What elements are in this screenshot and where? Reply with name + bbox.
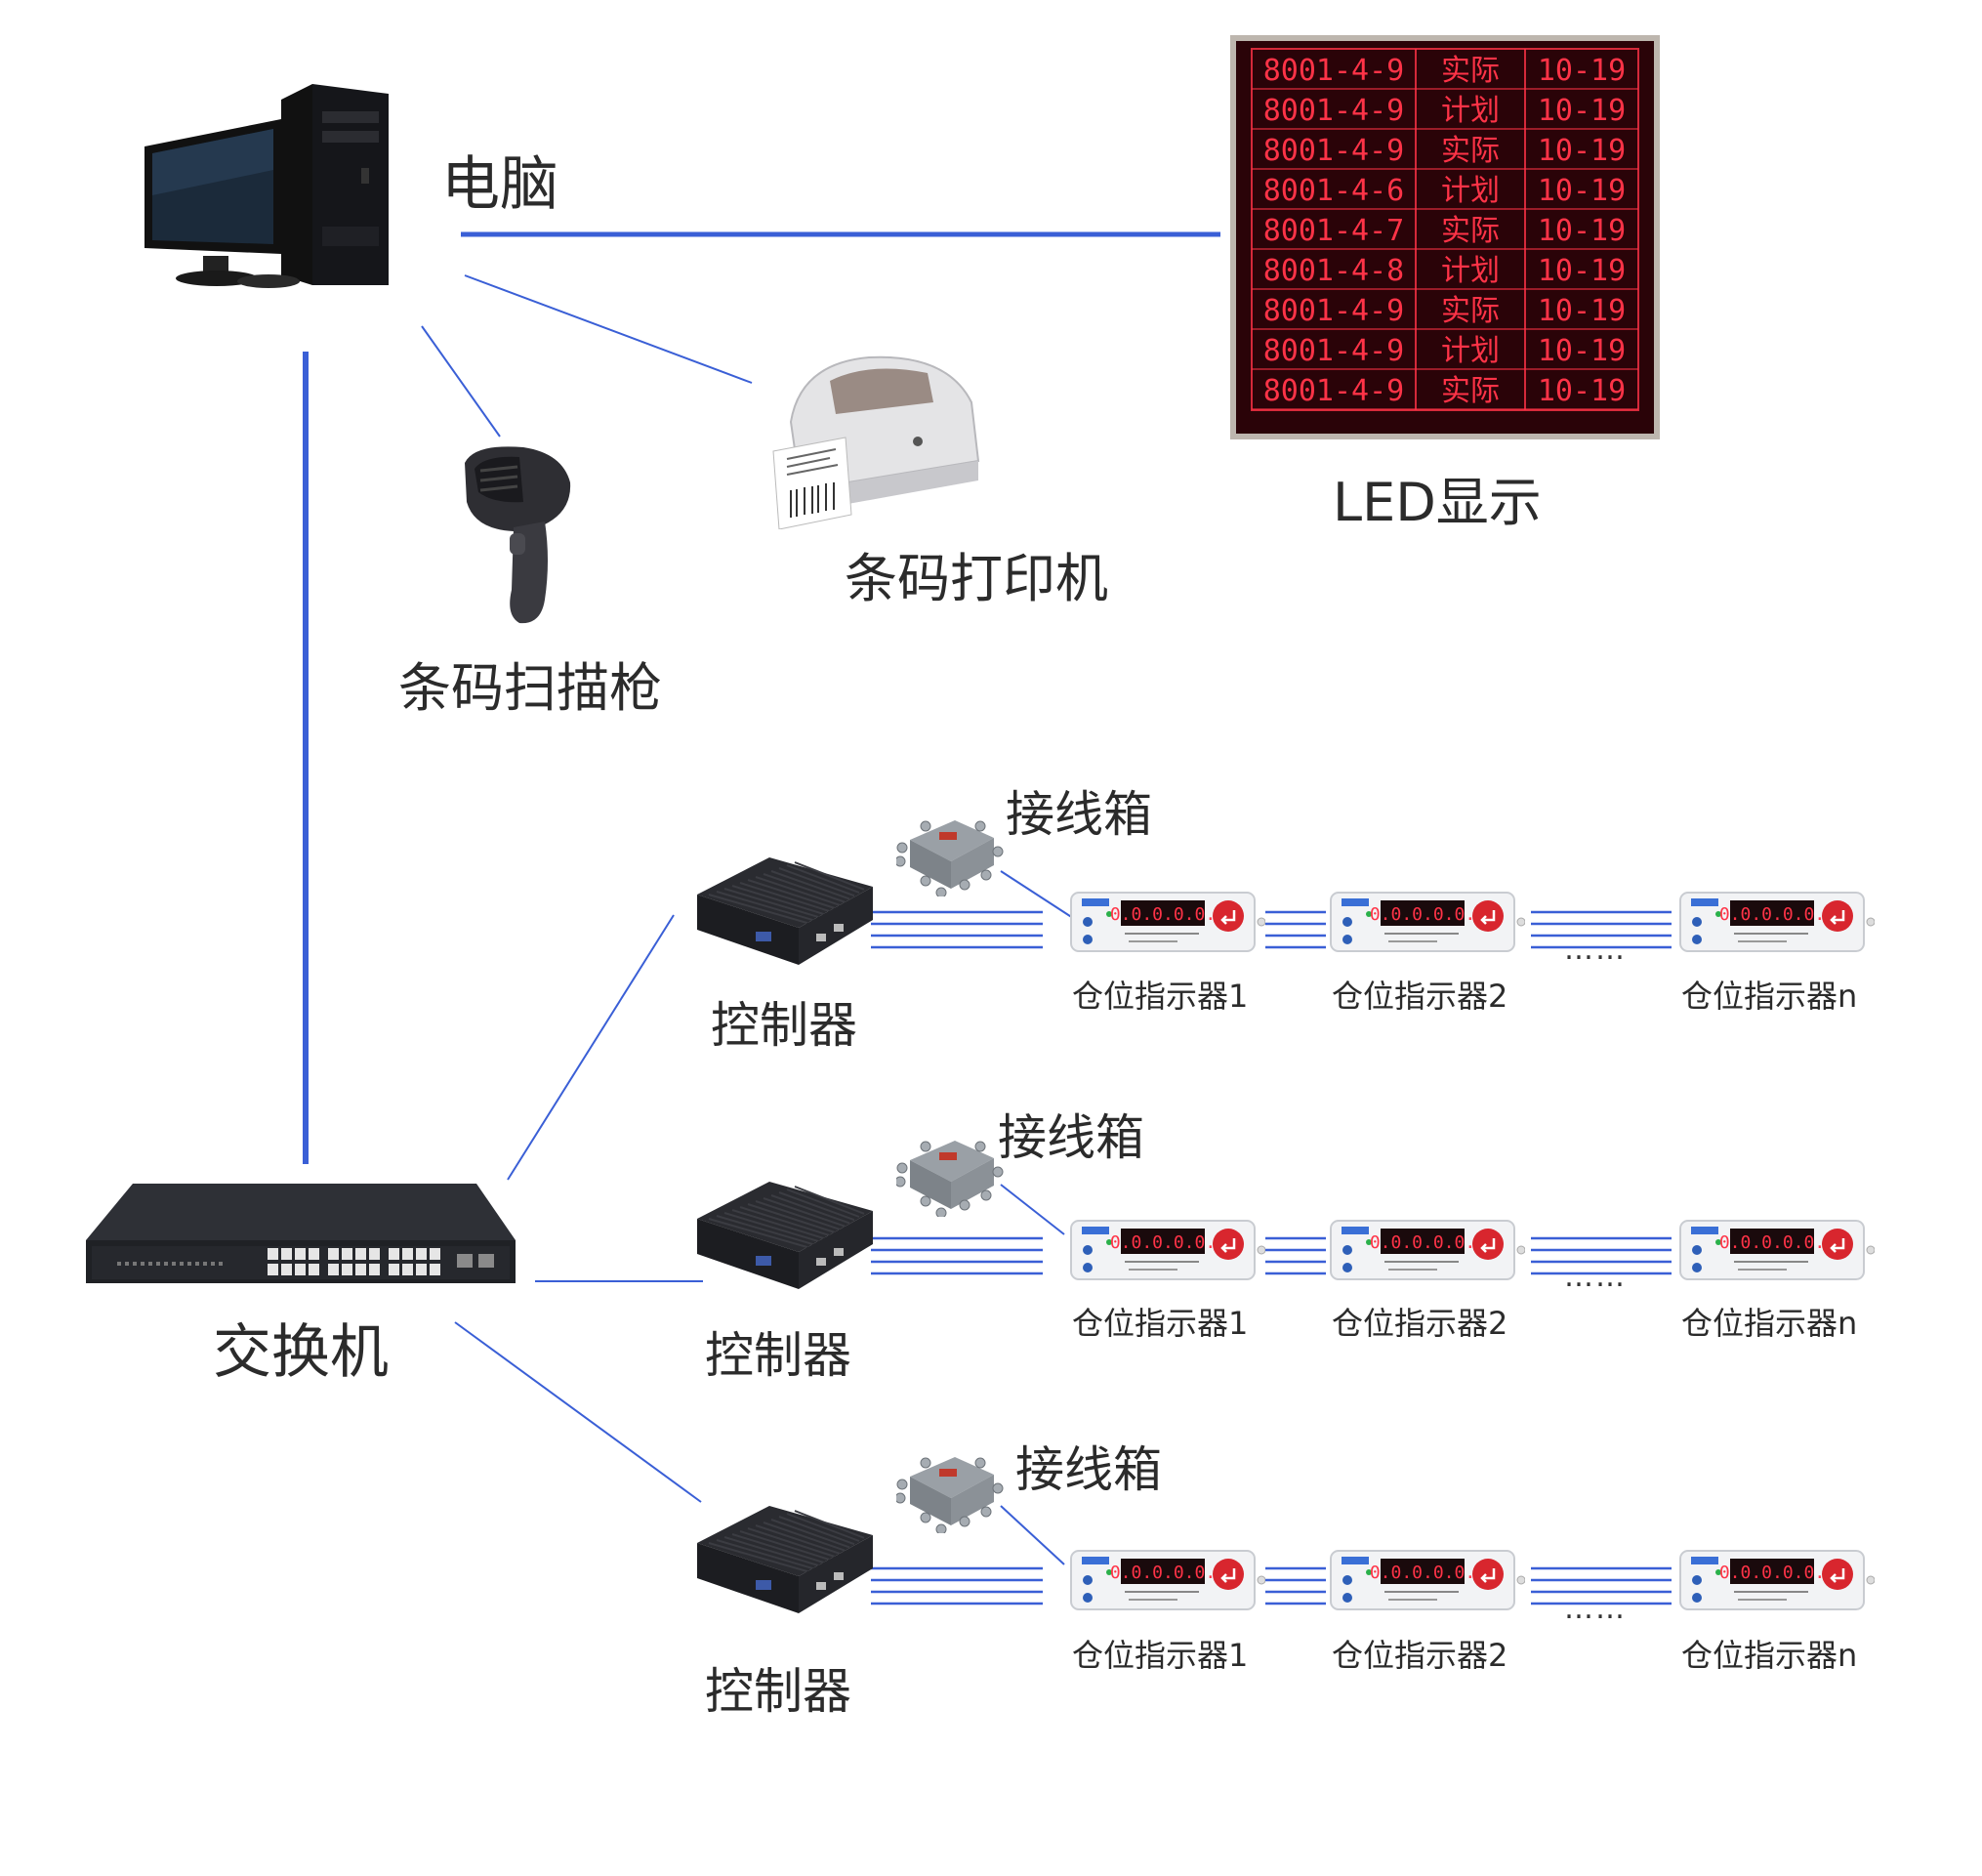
storage-indicator-device: 0.0.0.0.0. bbox=[1679, 1220, 1875, 1280]
link-switch-controller-3 bbox=[454, 1321, 702, 1503]
storage-indicator-label: 仓位指示器1 bbox=[1072, 1305, 1249, 1342]
storage-indicator-label: 仓位指示器2 bbox=[1332, 1637, 1508, 1674]
led-row-date: 10-19 bbox=[1538, 374, 1626, 408]
storage-indicator-device: 0.0.0.0.0. bbox=[1330, 892, 1525, 952]
link-switch-controller-1 bbox=[507, 914, 675, 1181]
barcode-printer-label: 条码打印机 bbox=[845, 548, 1108, 609]
barcode-scanner-label: 条码扫描枪 bbox=[398, 657, 662, 719]
storage-indicator-device: 0.0.0.0.0. bbox=[1070, 1550, 1265, 1610]
led-row-type: 计划 bbox=[1441, 334, 1500, 368]
storage-indicator-label: 仓位指示器2 bbox=[1332, 978, 1508, 1015]
link-pc-scanner bbox=[421, 325, 501, 438]
indicator-display: 0.0.0.0.0. bbox=[1110, 904, 1216, 925]
computer-label: 电脑 bbox=[441, 150, 558, 219]
network-switch-label: 交换机 bbox=[213, 1318, 389, 1387]
link-pc-printer bbox=[464, 274, 753, 384]
led-row-code: 8001-4-9 bbox=[1263, 54, 1405, 88]
storage-indicator-device: 0.0.0.0.0. bbox=[1679, 892, 1875, 952]
ellipsis-more-indicators: …… bbox=[1564, 1592, 1627, 1626]
junction-box-label: 接线箱 bbox=[1006, 786, 1152, 843]
controller-icon bbox=[697, 1182, 873, 1289]
led-row-type: 实际 bbox=[1441, 294, 1500, 328]
storage-indicator-device: 0.0.0.0.0. bbox=[1330, 1220, 1525, 1280]
led-row-date: 10-19 bbox=[1538, 214, 1626, 248]
computer-icon bbox=[145, 84, 389, 288]
indicator-display: 0.0.0.0.0. bbox=[1719, 904, 1825, 925]
barcode-scanner-icon bbox=[465, 446, 571, 624]
storage-indicator-label: 仓位指示器2 bbox=[1332, 1305, 1508, 1342]
storage-indicator-label: 仓位指示器1 bbox=[1072, 1637, 1249, 1674]
junction-box-label: 接线箱 bbox=[998, 1109, 1144, 1166]
controller-label: 控制器 bbox=[705, 1663, 851, 1720]
junction-box-label: 接线箱 bbox=[1015, 1441, 1162, 1498]
led-row-code: 8001-4-6 bbox=[1263, 174, 1405, 208]
storage-indicator-label: 仓位指示器1 bbox=[1072, 978, 1249, 1015]
storage-indicator-device: 0.0.0.0.0. bbox=[1070, 892, 1265, 952]
storage-indicator-label: 仓位指示器n bbox=[1681, 978, 1858, 1015]
led-row-date: 10-19 bbox=[1538, 134, 1626, 168]
indicator-display: 0.0.0.0.0. bbox=[1370, 1563, 1475, 1583]
storage-indicator-label: 仓位指示器n bbox=[1681, 1305, 1858, 1342]
led-row-code: 8001-4-9 bbox=[1263, 334, 1405, 368]
led-row-date: 10-19 bbox=[1538, 334, 1626, 368]
led-display-board: 8001-4-9 实际 10-19 8001-4-9 计划 10-19 8001-4-9 实际… bbox=[1230, 35, 1660, 439]
barcode-printer-icon bbox=[772, 355, 980, 529]
led-row-code: 8001-4-8 bbox=[1263, 254, 1405, 288]
led-row-type: 实际 bbox=[1441, 54, 1500, 88]
led-row-date: 10-19 bbox=[1538, 174, 1626, 208]
controller-icon bbox=[697, 1506, 873, 1613]
led-row-date: 10-19 bbox=[1538, 94, 1626, 128]
led-row-type: 计划 bbox=[1441, 94, 1500, 128]
storage-indicator-device: 0.0.0.0.0. bbox=[1679, 1550, 1875, 1610]
indicator-display: 0.0.0.0.0. bbox=[1370, 904, 1475, 925]
indicator-display: 0.0.0.0.0. bbox=[1719, 1563, 1825, 1583]
led-row-type: 实际 bbox=[1441, 374, 1500, 408]
ellipsis-more-indicators: …… bbox=[1564, 1260, 1627, 1294]
controller-label: 控制器 bbox=[711, 997, 857, 1054]
junction-box-icon bbox=[896, 1457, 1004, 1533]
indicator-display: 0.0.0.0.0. bbox=[1110, 1563, 1216, 1583]
led-row-date: 10-19 bbox=[1538, 54, 1626, 88]
indicator-display: 0.0.0.0.0. bbox=[1110, 1232, 1216, 1253]
junction-box-icon bbox=[896, 1141, 1004, 1217]
led-display-label: LED显示 bbox=[1333, 472, 1542, 533]
junction-box-icon bbox=[896, 820, 1004, 896]
led-row-type: 实际 bbox=[1441, 134, 1500, 168]
controller-icon bbox=[697, 857, 873, 965]
led-row-code: 8001-4-9 bbox=[1263, 134, 1405, 168]
controller-label: 控制器 bbox=[705, 1327, 851, 1384]
led-row-code: 8001-4-9 bbox=[1263, 374, 1405, 408]
led-row-date: 10-19 bbox=[1538, 294, 1626, 328]
storage-indicator-device: 0.0.0.0.0. bbox=[1070, 1220, 1265, 1280]
network-switch-icon bbox=[86, 1184, 516, 1283]
storage-indicator-label: 仓位指示器n bbox=[1681, 1637, 1858, 1674]
led-row-code: 8001-4-7 bbox=[1263, 214, 1405, 248]
led-row-type: 实际 bbox=[1441, 214, 1500, 248]
link-box-indicator-2 bbox=[1000, 1184, 1065, 1235]
link-box-indicator-1 bbox=[1000, 870, 1077, 921]
led-row-date: 10-19 bbox=[1538, 254, 1626, 288]
link-box-indicator-3 bbox=[1000, 1505, 1065, 1565]
led-row-type: 计划 bbox=[1441, 254, 1500, 288]
indicator-display: 0.0.0.0.0. bbox=[1719, 1232, 1825, 1253]
led-row-code: 8001-4-9 bbox=[1263, 294, 1405, 328]
storage-indicator-device: 0.0.0.0.0. bbox=[1330, 1550, 1525, 1610]
led-row-type: 计划 bbox=[1441, 174, 1500, 208]
ellipsis-more-indicators: …… bbox=[1564, 933, 1627, 967]
indicator-display: 0.0.0.0.0. bbox=[1370, 1232, 1475, 1253]
led-row-code: 8001-4-9 bbox=[1263, 94, 1405, 128]
